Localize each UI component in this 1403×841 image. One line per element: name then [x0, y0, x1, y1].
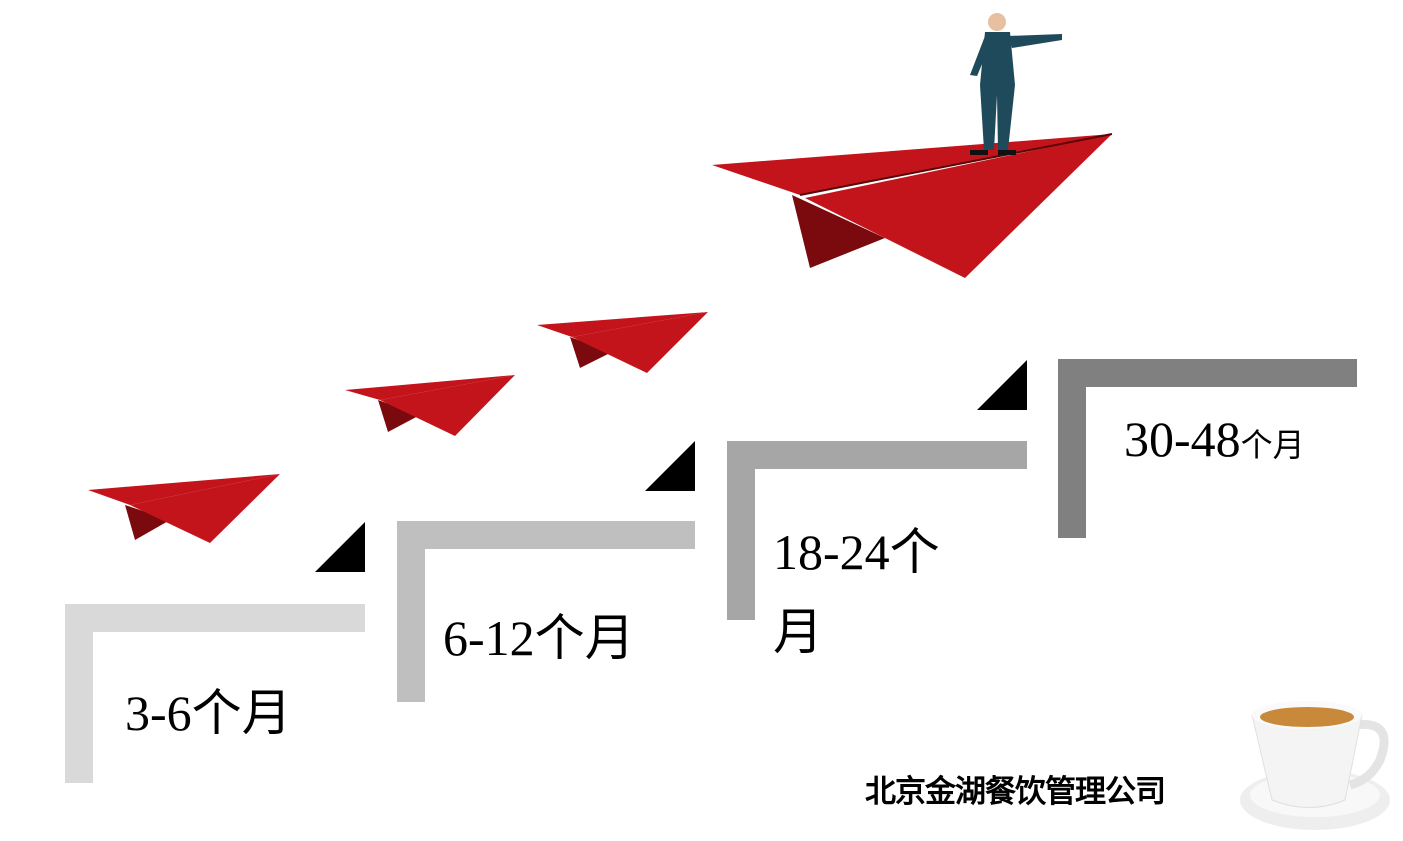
paper-plane-1 [88, 474, 280, 543]
step-2-top-bar [397, 521, 695, 549]
step-marker-triangle-3 [977, 360, 1027, 410]
step-3-top-bar [727, 441, 1027, 469]
step-4-unit: 个月 [1240, 427, 1305, 463]
coffee-cup-image [1240, 701, 1390, 830]
paper-plane-3 [537, 312, 708, 373]
step-4-top-bar [1058, 359, 1357, 387]
step-2-side-bar [397, 521, 425, 702]
step-3-label: 18-24个月 [773, 524, 940, 660]
company-name: 北京金湖餐饮管理公司 [865, 774, 1166, 810]
step-4-label: 30-48个月 [1124, 408, 1305, 471]
step-marker-triangle-2 [645, 441, 695, 491]
step-4-side-bar [1058, 359, 1086, 538]
paper-plane-2 [345, 375, 515, 436]
businessman-figure [970, 13, 1062, 155]
step-4-number: 30-48 [1124, 411, 1241, 467]
step-1-top-bar [65, 604, 365, 632]
step-marker-triangle-1 [315, 522, 365, 572]
step-3-side-bar [727, 441, 755, 620]
step-2-label: 6-12个月 [443, 610, 635, 666]
paper-plane-large [712, 133, 1113, 278]
step-1-side-bar [65, 604, 93, 783]
step-1-label: 3-6个月 [125, 685, 292, 741]
